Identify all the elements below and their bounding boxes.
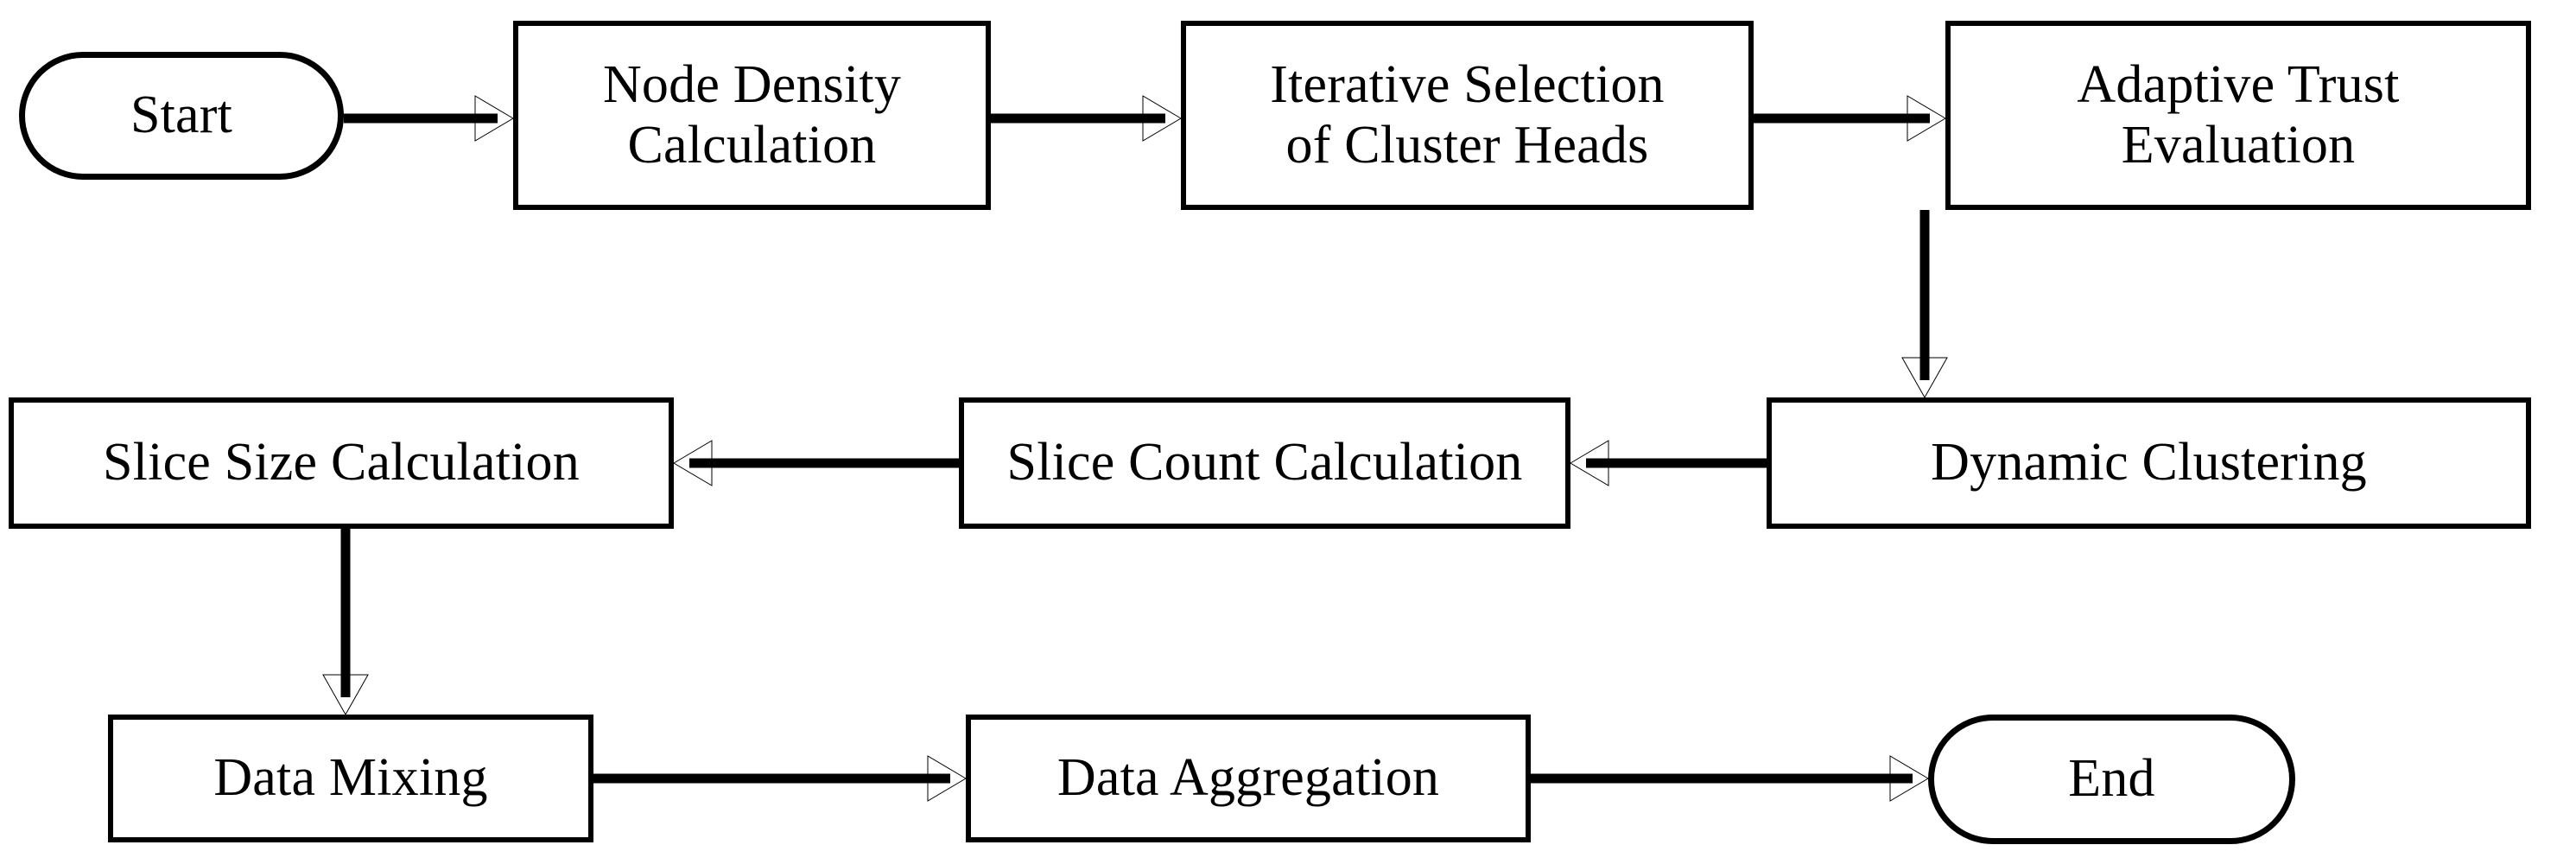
edge-start-to-node-density (344, 95, 514, 142)
edge-data-aggregation-to-end (1531, 755, 1929, 802)
edge-slice-size-to-data-mixing (322, 529, 369, 716)
edge-iterative-to-trust (1754, 95, 1946, 142)
node-data-mixing[interactable]: Data Mixing (108, 715, 593, 842)
node-slice-count-calculation[interactable]: Slice Count Calculation (959, 397, 1570, 529)
node-node-density-calculation[interactable]: Node Density Calculation (513, 21, 991, 210)
node-iterative-selection-of-cluster-heads[interactable]: Iterative Selection of Cluster Heads (1181, 21, 1754, 210)
node-dynamic-clustering[interactable]: Dynamic Clustering (1767, 397, 2531, 529)
node-adaptive-trust-evaluation[interactable]: Adaptive Trust Evaluation (1945, 21, 2531, 210)
edge-node-density-to-iterative (991, 95, 1182, 142)
node-slice-size-calculation[interactable]: Slice Size Calculation (9, 397, 674, 529)
edge-slice-count-to-slice-size (673, 440, 959, 486)
edge-trust-to-clustering (1901, 210, 1948, 399)
node-end[interactable]: End (1928, 715, 2295, 844)
node-data-aggregation[interactable]: Data Aggregation (966, 715, 1531, 842)
node-start[interactable]: Start (19, 52, 344, 180)
edge-data-mixing-to-data-aggregation (593, 755, 967, 802)
edge-clustering-to-slice-count (1570, 440, 1767, 486)
